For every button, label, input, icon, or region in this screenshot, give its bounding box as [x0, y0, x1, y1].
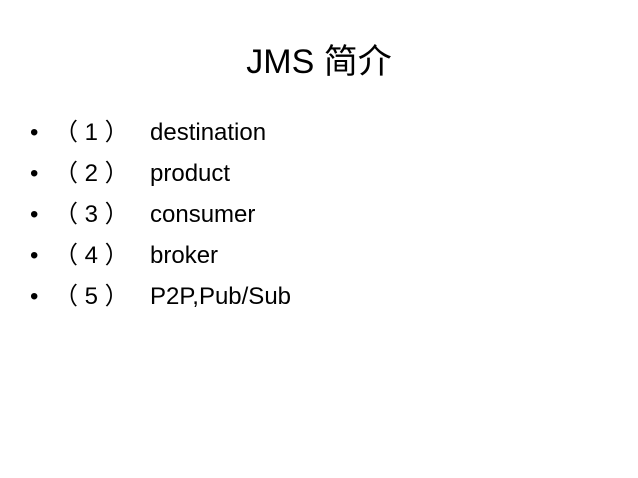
- bullet-icon: •: [30, 242, 39, 269]
- bullet-icon: •: [30, 283, 39, 310]
- slide-title: JMS 简介: [246, 43, 392, 81]
- list-item: • （ 5 ） P2P,Pub/Sub: [30, 276, 620, 317]
- item-text: destination: [150, 119, 267, 146]
- bullet-icon: •: [30, 201, 39, 228]
- item-number: （ 2 ）: [54, 160, 129, 187]
- item-text: product: [150, 160, 231, 187]
- list-item: • （ 4 ） broker: [30, 235, 620, 276]
- item-number: （ 4 ）: [54, 242, 129, 269]
- list-item: • （ 3 ） consumer: [30, 194, 620, 235]
- bullet-list: • （ 1 ） destination • （ 2 ） product • （ …: [30, 112, 620, 317]
- bullet-icon: •: [30, 160, 39, 187]
- item-number: （ 5 ）: [54, 283, 129, 310]
- item-text: consumer: [150, 201, 256, 228]
- list-item: • （ 2 ） product: [30, 153, 620, 194]
- item-text: broker: [150, 242, 219, 269]
- bullet-icon: •: [30, 119, 39, 146]
- list-item: • （ 1 ） destination: [30, 112, 620, 153]
- item-number: （ 3 ）: [54, 201, 129, 228]
- item-number: （ 1 ）: [54, 119, 129, 146]
- item-text: P2P,Pub/Sub: [150, 283, 292, 310]
